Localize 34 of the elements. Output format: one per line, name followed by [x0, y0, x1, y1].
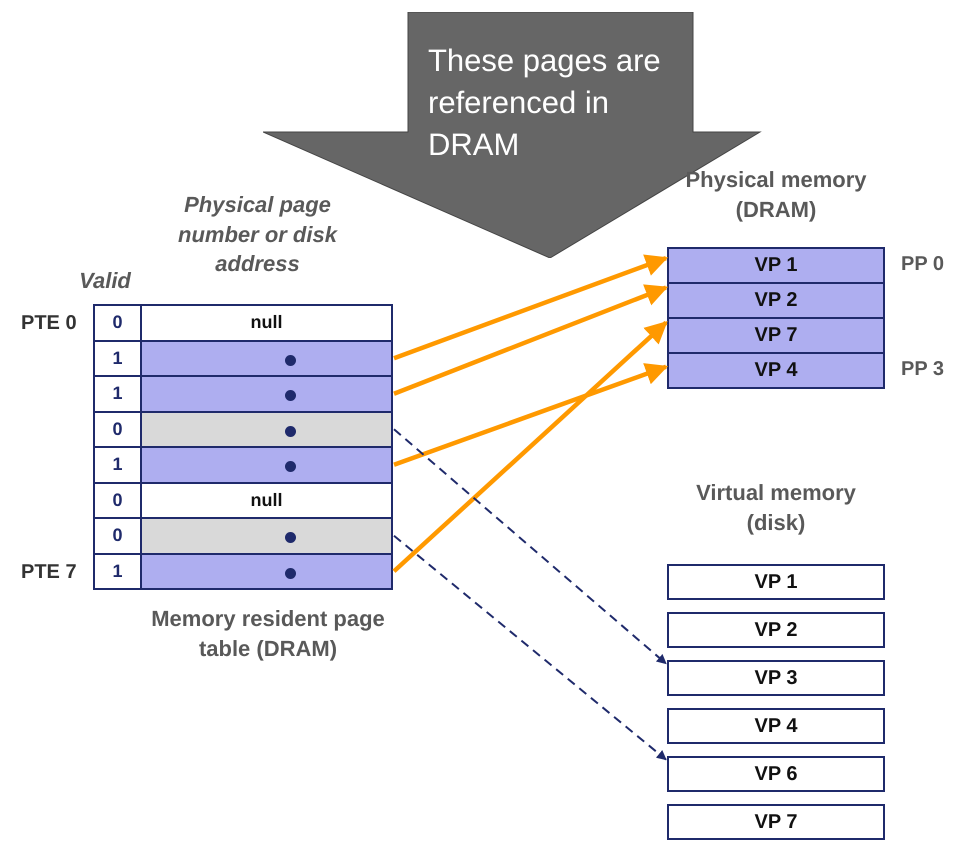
arrow	[393, 254, 668, 360]
page-box: VP 6	[667, 756, 885, 792]
memory-title: Virtual memory (disk)	[695, 479, 857, 537]
entry-label: PP 0	[901, 253, 944, 276]
memory-title: Physical memory (DRAM)	[684, 166, 868, 224]
page-table-entry	[93, 375, 393, 412]
page-table-entry	[93, 482, 393, 519]
arrow	[392, 320, 668, 573]
entry-label: PP 3	[901, 358, 944, 381]
page-table-entry	[93, 304, 393, 342]
arrow	[393, 363, 668, 467]
entry-label: PTE 0	[21, 312, 77, 335]
page-box: VP 4	[667, 708, 885, 744]
arrow	[393, 284, 668, 396]
arrow	[393, 428, 667, 664]
page-box: VP 4	[667, 352, 885, 389]
page-box: VP 1	[667, 247, 885, 284]
page-box: VP 1	[667, 564, 885, 600]
page-box: VP 2	[667, 612, 885, 648]
entry-label: PTE 7	[21, 560, 77, 584]
table-caption: Memory resident page table (DRAM)	[150, 605, 386, 663]
page-box: VP 7	[667, 317, 885, 354]
page-table-entry	[93, 410, 393, 448]
page-box: VP 2	[667, 282, 885, 319]
column-header: Physical page number or disk address	[177, 191, 339, 278]
page-table-entry	[93, 446, 393, 484]
callout-text: These pages are referenced in DRAM	[428, 42, 662, 164]
arrow	[393, 534, 667, 760]
page-table-entry	[93, 340, 393, 377]
page-box: VP 7	[667, 804, 885, 840]
column-header: Valid	[78, 267, 132, 295]
page-table-entry	[93, 552, 393, 590]
page-box: VP 3	[667, 660, 885, 696]
page-table-entry	[93, 517, 393, 554]
